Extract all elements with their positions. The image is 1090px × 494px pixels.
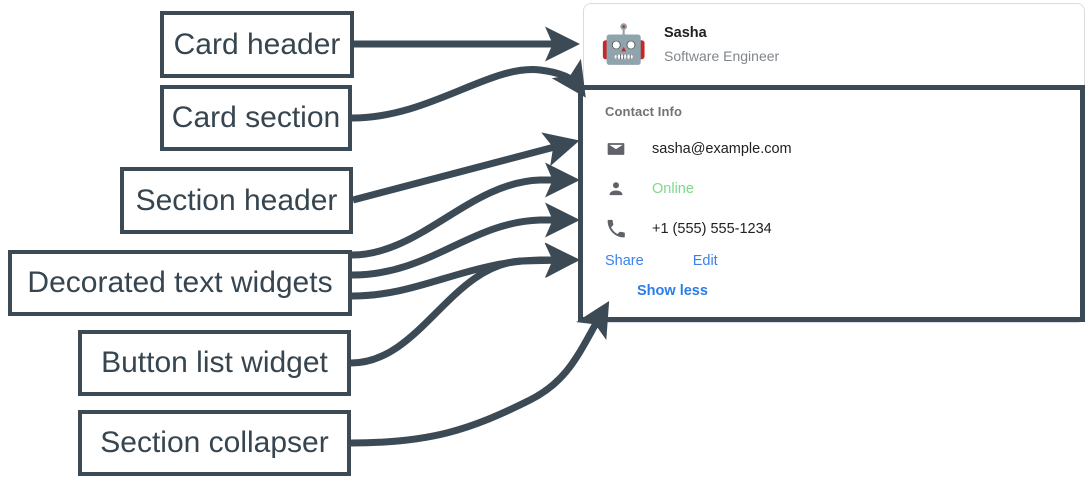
decorated-text-email-value: sasha@example.com [652, 141, 792, 157]
arrow-button-list [350, 242, 580, 367]
section-header: Contact Info [605, 104, 683, 119]
arrow-card-section [351, 58, 586, 122]
robot-avatar-icon: 🤖 [600, 24, 648, 66]
label-card-section-text: Card section [171, 101, 341, 134]
section-collapser-button[interactable]: Show less [637, 283, 708, 299]
phone-icon [605, 218, 627, 240]
label-card-section: Card section [160, 85, 352, 151]
card-header: 🤖 Sasha Software Engineer [584, 4, 1084, 76]
card-header-subtitle: Software Engineer [664, 47, 780, 64]
card-header-text: Sasha Software Engineer [664, 23, 779, 67]
label-card-header-text: Card header [173, 27, 341, 61]
edit-button[interactable]: Edit [692, 253, 718, 269]
label-card-header: Card header [160, 11, 354, 78]
decorated-text-status-value: Online [652, 181, 694, 197]
label-button-list-widget-text: Button list widget [101, 346, 328, 379]
button-list-widget: Share Edit [605, 253, 1080, 269]
label-section-header-text: Section header [135, 183, 338, 217]
label-section-collapser: Section collapser [78, 410, 351, 476]
decorated-text-status[interactable]: Online [605, 169, 1080, 209]
card-header-title: Sasha [664, 24, 707, 41]
decorated-text-phone[interactable]: +1 (555) 555-1234 [605, 209, 1080, 249]
arrow-section-collapser [350, 300, 610, 447]
share-button[interactable]: Share [605, 253, 644, 269]
decorated-text-phone-value: +1 (555) 555-1234 [652, 221, 772, 237]
card-section-content: Contact Info sasha@example.com [583, 90, 1080, 300]
arrow-decorated-text-1 [351, 162, 580, 259]
person-icon [605, 178, 627, 200]
arrow-decorated-text-3 [351, 242, 580, 300]
label-button-list-widget: Button list widget [78, 330, 351, 396]
decorated-text-email[interactable]: sasha@example.com [605, 129, 1080, 169]
label-decorated-text-widgets-text: Decorated text widgets [27, 266, 333, 299]
label-section-collapser-text: Section collapser [100, 426, 329, 459]
email-icon [605, 138, 627, 160]
label-section-header: Section header [120, 167, 353, 234]
arrow-section-header [352, 132, 580, 204]
label-decorated-text-widgets: Decorated text widgets [8, 250, 352, 316]
card-section: Contact Info sasha@example.com [578, 85, 1085, 322]
arrow-decorated-text-2 [351, 202, 580, 279]
